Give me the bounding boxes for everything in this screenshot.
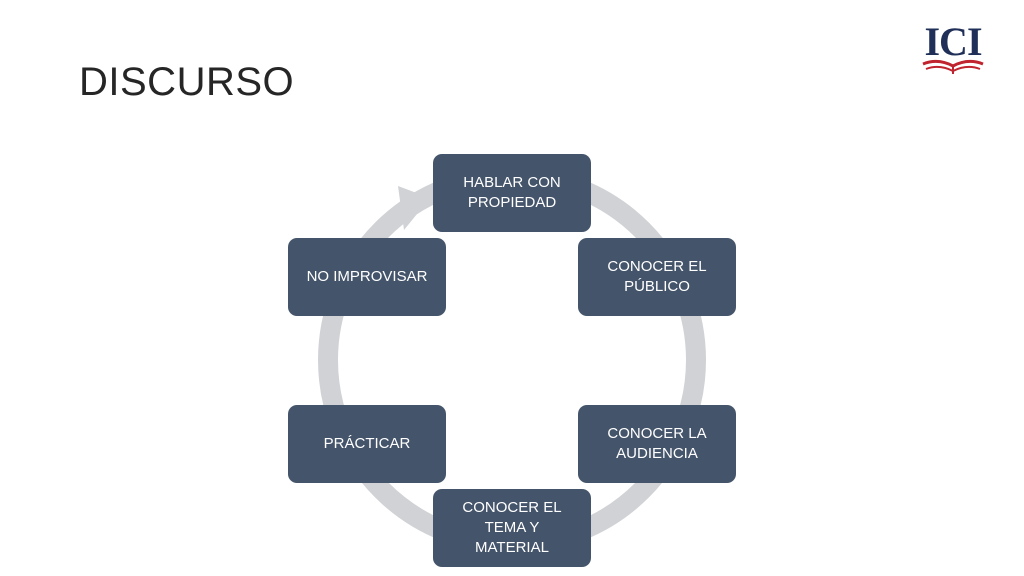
page-title: DISCURSO [79, 60, 295, 104]
arrow-head-icon [398, 186, 430, 230]
ici-book-logo: ICI [918, 20, 988, 80]
book-icon [922, 59, 984, 74]
node-practicar[interactable]: PRÁCTICAR [288, 405, 446, 483]
node-conocer-el-publico[interactable]: CONOCER EL PÚBLICO [578, 238, 736, 316]
logo-text: ICI [924, 19, 982, 64]
node-hablar-con-propiedad[interactable]: HABLAR CON PROPIEDAD [433, 154, 591, 232]
node-conocer-la-audiencia[interactable]: CONOCER LA AUDIENCIA [578, 405, 736, 483]
node-no-improvisar[interactable]: NO IMPROVISAR [288, 238, 446, 316]
node-conocer-el-tema[interactable]: CONOCER EL TEMA Y MATERIAL [433, 489, 591, 567]
